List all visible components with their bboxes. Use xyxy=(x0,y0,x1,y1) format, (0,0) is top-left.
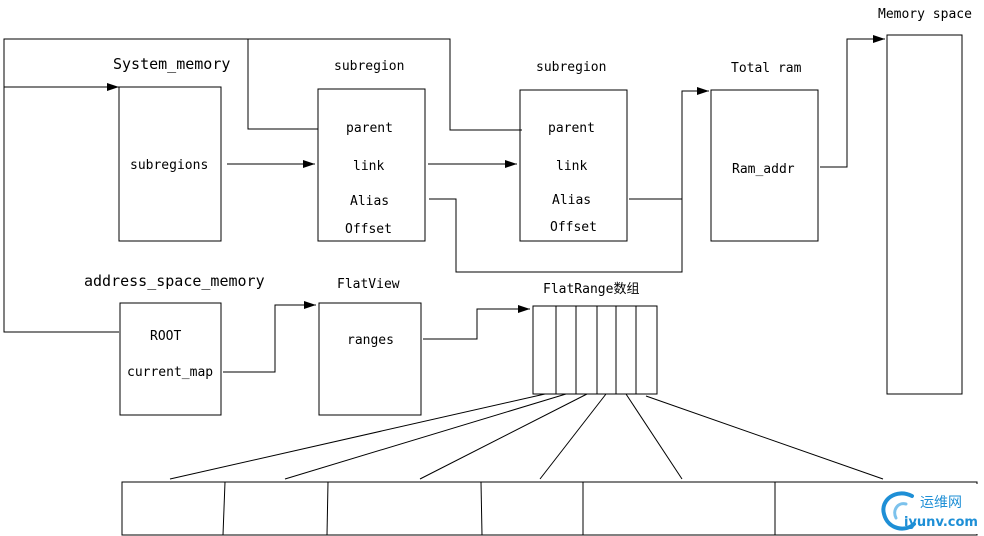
fan-lines xyxy=(169,393,884,480)
swirl-icon xyxy=(881,491,916,531)
subregion-2-field-link: link xyxy=(556,159,587,174)
subregion-2-field-alias: Alias xyxy=(552,193,591,208)
flatrange-array-outline xyxy=(532,305,658,395)
arrow-ranges-to-flatrange xyxy=(423,305,530,340)
flatrange-array-label: FlatRange数组 xyxy=(543,282,639,297)
watermark-name: 运维网 xyxy=(920,495,962,511)
system-memory-label: System_memory xyxy=(113,55,230,73)
range-strip-divider xyxy=(222,481,226,536)
subregion-1-field-link: link xyxy=(353,159,384,174)
connector-parent-2 xyxy=(3,38,522,131)
range-strip-divider xyxy=(480,481,483,536)
subregion-1-box xyxy=(317,88,426,242)
fan-line xyxy=(284,393,567,480)
connector-root-bus xyxy=(3,87,119,333)
flatview-label: FlatView xyxy=(337,277,400,292)
flatview-field-ranges: ranges xyxy=(347,333,394,348)
memory-space-box xyxy=(886,34,963,395)
address-space-field-current-map: current_map xyxy=(127,365,213,380)
subregion-1-field-offset: Offset xyxy=(345,222,392,237)
memory-space-label: Memory space xyxy=(878,7,972,22)
range-strip xyxy=(121,481,978,536)
fan-line xyxy=(539,393,607,480)
connector-parent-1 xyxy=(247,39,318,130)
arrow-ram-addr-to-memory-space xyxy=(820,35,885,168)
total-ram-label: Total ram xyxy=(731,61,802,76)
flatrange-array xyxy=(532,305,658,395)
subregion-1-field-parent: parent xyxy=(346,121,393,136)
watermark-logo: 运维网 iyunv.com xyxy=(876,484,982,534)
flatview-box xyxy=(318,302,422,416)
subregion-1-label: subregion xyxy=(334,59,404,74)
fan-line xyxy=(419,393,588,480)
watermark-domain: iyunv.com xyxy=(904,515,978,530)
subregion-1-field-alias: Alias xyxy=(350,194,389,209)
address-space-memory-label: address_space_memory xyxy=(84,272,265,290)
fan-line xyxy=(625,393,683,480)
system-memory-box xyxy=(118,86,222,242)
range-strip-divider xyxy=(326,481,329,536)
connectors xyxy=(3,35,885,373)
address-space-memory-box xyxy=(119,302,222,416)
fan-line xyxy=(645,395,884,480)
subregion-2-field-offset: Offset xyxy=(550,220,597,235)
fan-line xyxy=(169,393,546,480)
arrow-alias-1-to-total-ram xyxy=(429,87,709,273)
total-ram-box xyxy=(710,89,819,242)
subregion-2-box xyxy=(519,89,628,242)
subregion-2-field-parent: parent xyxy=(548,121,595,136)
subregion-2-label: subregion xyxy=(536,60,606,75)
arrow-current-map-to-flatview xyxy=(223,301,316,373)
address-space-field-root: ROOT xyxy=(150,329,181,344)
range-strip-outline xyxy=(121,481,978,536)
total-ram-field-ram-addr: Ram_addr xyxy=(732,162,795,177)
system-memory-field-subregions: subregions xyxy=(130,158,208,173)
